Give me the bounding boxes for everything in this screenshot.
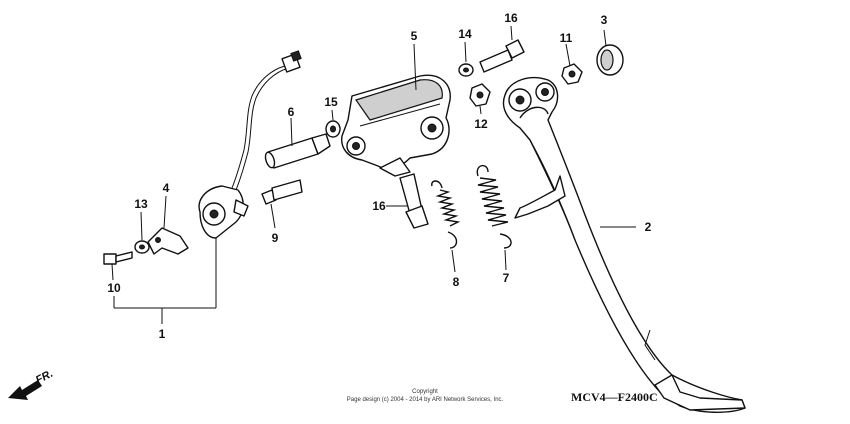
callout-9: 9 [272,231,279,245]
callout-5: 5 [411,29,418,43]
callout-1: 1 [159,327,166,341]
callout-15: 15 [324,95,338,109]
washer-part-14 [458,63,474,77]
bolt-part-16-bottom [399,173,429,229]
nut-part-11 [561,63,583,85]
callout-12: 12 [474,117,488,131]
switch-part-1 [198,50,302,239]
callout-16-top: 16 [504,11,518,25]
stand-part-2 [502,77,746,413]
direction-label: FR. [34,368,55,387]
diagram-code: MCV4—F2400C [571,390,658,404]
front-direction-arrow: FR. [8,368,55,400]
bracket-part-5 [341,74,451,177]
spring-part-8 [431,180,461,249]
callout-4: 4 [163,181,170,195]
callout-8: 8 [453,275,460,289]
cap-part-3 [596,44,624,76]
callout-14: 14 [458,27,472,41]
washer-part-15 [325,120,341,138]
washer-part-13 [134,240,150,254]
callout-3: 3 [601,13,608,27]
copyright-line1: Copyright [412,389,438,395]
callout-16-bottom: 16 [372,199,386,213]
spring-part-7 [476,165,512,249]
leader-lines [111,25,636,324]
callout-6: 6 [288,105,295,119]
copyright-line2: Page design (c) 2004 - 2014 by ARI Netwo… [347,397,504,403]
callout-13: 13 [134,197,148,211]
nut-part-12 [469,83,491,107]
collar-part-6 [264,133,331,169]
callout-7: 7 [503,271,510,285]
callout-2: 2 [645,220,652,234]
screw-part-10 [103,251,133,265]
bolt-part-9 [261,179,303,205]
callout-numbers: 1 2 3 4 5 6 7 8 9 10 11 12 13 14 15 16 1… [107,11,651,341]
plate-part-4 [147,227,189,255]
arrow-icon [8,380,42,400]
callout-11: 11 [560,31,573,45]
bolt-part-16-top [479,39,525,73]
callout-10: 10 [107,281,121,295]
